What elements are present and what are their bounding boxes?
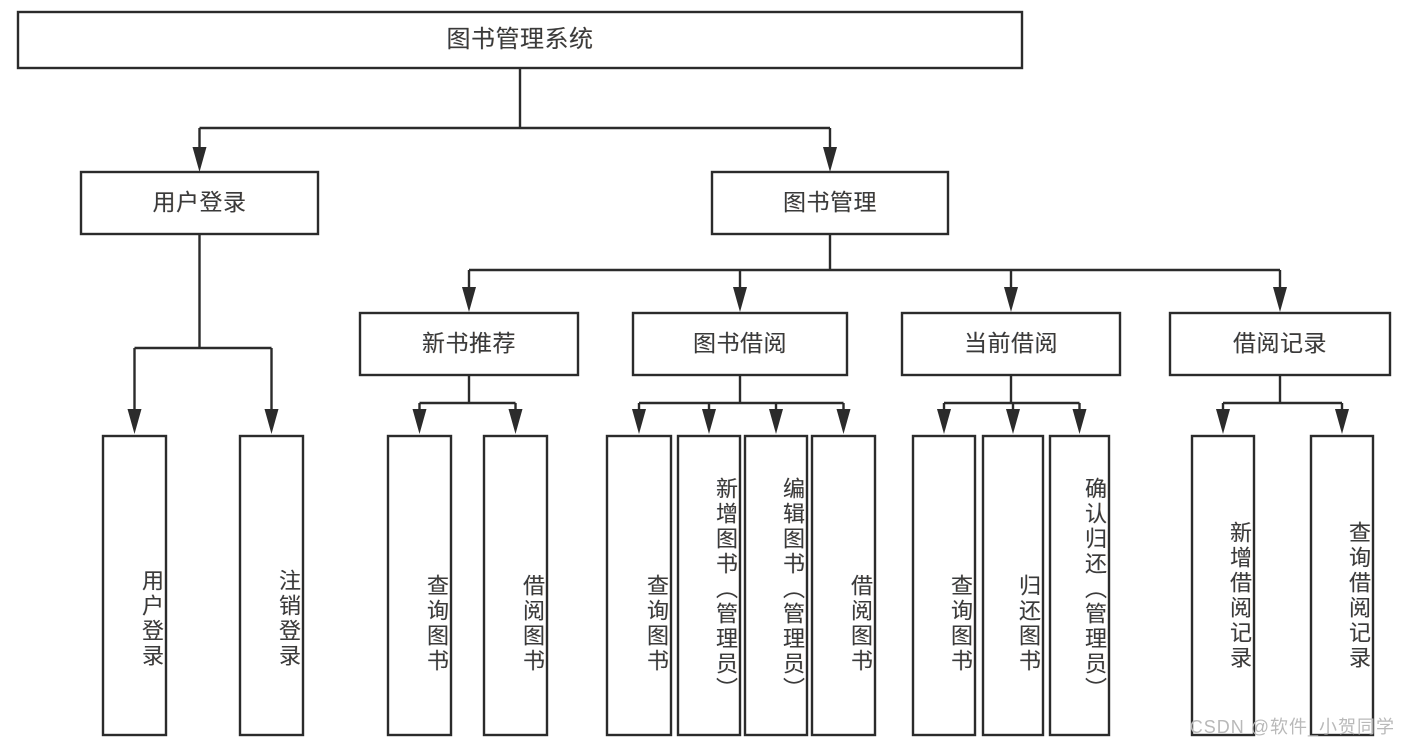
- box-book-borrow[interactable]: [631, 311, 849, 377]
- arrow-head-to-borrow-record: [1273, 287, 1287, 312]
- connector-current-borrow-to-leaves: [937, 375, 1087, 434]
- box-leaf-add-record[interactable]: [1190, 434, 1256, 737]
- arrow-head-to-leaf-add-book: [702, 409, 716, 434]
- csdn-watermark: CSDN @软件_小贺同学: [1189, 717, 1395, 737]
- box-leaf-query-book-3[interactable]: [911, 434, 977, 737]
- arrow-head-to-leaf-logout: [264, 409, 279, 434]
- box-leaf-user-login[interactable]: [101, 434, 168, 737]
- box-new-book-rec[interactable]: [358, 311, 580, 377]
- box-leaf-edit-book[interactable]: [743, 434, 809, 737]
- box-leaf-query-record[interactable]: [1309, 434, 1375, 737]
- arrow-head-to-leaf-borrow-book-2: [836, 409, 851, 434]
- arrow-head-to-leaf-query-record: [1335, 409, 1349, 434]
- box-leaf-borrow-book-1[interactable]: [482, 434, 549, 737]
- connector-borrow-record-to-leaves: [1216, 375, 1349, 434]
- arrow-head-to-new-book-rec: [462, 287, 476, 312]
- connector-book-manage-to-level3: [462, 234, 1287, 312]
- arrow-head-to-current-borrow: [1004, 287, 1018, 312]
- box-current-borrow[interactable]: [900, 311, 1122, 377]
- box-leaf-add-book[interactable]: [676, 434, 742, 737]
- arrow-head-to-leaf-query-book-3: [937, 409, 951, 434]
- box-borrow-record[interactable]: [1168, 311, 1392, 377]
- connector-user-login-to-leaves: [127, 234, 279, 434]
- box-leaf-borrow-book-2[interactable]: [810, 434, 877, 737]
- box-user-login[interactable]: [79, 170, 320, 236]
- arrow-head-to-leaf-query-book-2: [632, 409, 646, 434]
- arrow-head-to-leaf-confirm-return: [1072, 409, 1087, 434]
- arrow-head-to-leaf-add-record: [1216, 409, 1230, 434]
- box-leaf-confirm-return[interactable]: [1048, 434, 1111, 737]
- box-root[interactable]: [16, 10, 1024, 70]
- box-leaf-logout[interactable]: [238, 434, 305, 737]
- box-book-manage[interactable]: [710, 170, 950, 236]
- arrow-head-to-leaf-edit-book: [769, 409, 783, 434]
- arrow-head-to-user-login: [192, 147, 207, 172]
- connector-root-to-level2: [192, 68, 837, 172]
- connector-book-borrow-to-leaves: [632, 375, 851, 434]
- arrow-head-to-book-manage: [823, 147, 837, 172]
- box-leaf-query-book-2[interactable]: [605, 434, 673, 737]
- box-leaf-return-book[interactable]: [981, 434, 1045, 737]
- arrow-head-to-book-borrow: [733, 287, 747, 312]
- connector-new-book-rec-to-leaves: [412, 375, 523, 434]
- arrow-head-to-leaf-query-book-1: [412, 409, 427, 434]
- arrow-head-to-leaf-return-book: [1006, 409, 1020, 434]
- box-leaf-query-book-1[interactable]: [386, 434, 453, 737]
- arrow-head-to-leaf-user-login: [127, 409, 142, 434]
- arrow-head-to-leaf-borrow-book-1: [508, 409, 523, 434]
